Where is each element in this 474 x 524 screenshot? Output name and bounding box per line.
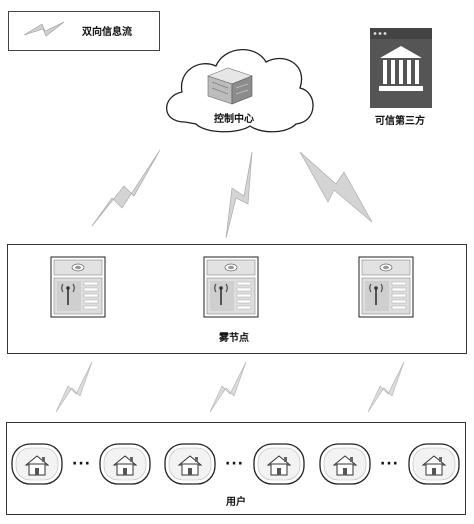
server-building-icon	[207, 67, 253, 105]
lightning-icon	[91, 149, 161, 227]
user-ellipsis: ···	[225, 456, 244, 472]
legend-label: 双向信息流	[82, 27, 132, 38]
lightning-icon	[209, 361, 247, 413]
lightning-icon	[299, 151, 373, 223]
bank-icon	[370, 28, 432, 108]
user-label: 用户	[226, 497, 246, 508]
user-layer-box	[6, 422, 466, 515]
house-icon	[164, 443, 216, 485]
control-center-label: 控制中心	[214, 114, 254, 125]
house-icon	[319, 443, 371, 485]
house-icon	[253, 443, 305, 485]
lightning-icon	[225, 151, 253, 239]
lightning-icon	[55, 361, 93, 413]
third-party-label: 可信第三方	[375, 116, 425, 127]
user-ellipsis: ···	[380, 456, 399, 472]
user-ellipsis: ···	[72, 456, 91, 472]
lightning-icon	[367, 361, 405, 413]
house-icon	[99, 443, 151, 485]
house-icon	[408, 443, 460, 485]
fog-node-label: 雾节点	[219, 333, 249, 344]
legend-lightning-icon	[23, 21, 65, 37]
legend-box	[8, 11, 160, 51]
house-icon	[11, 443, 63, 485]
